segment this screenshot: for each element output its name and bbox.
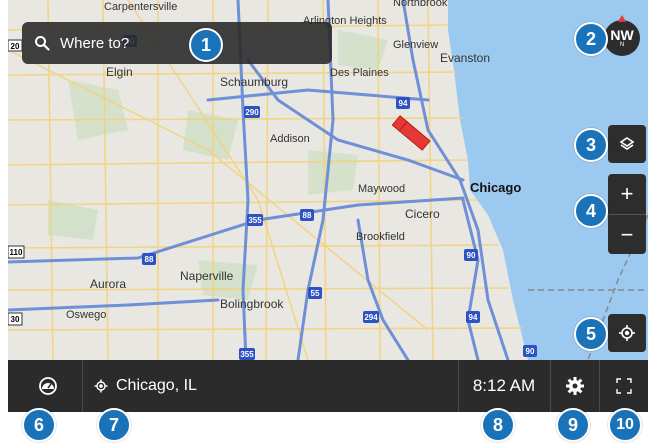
search-icon [35,36,50,51]
svg-text:94: 94 [469,313,478,322]
map-label-city: Addison [270,133,310,145]
map-label-city: Schaumburg [220,75,288,89]
map-label-city: Cicero [405,207,440,221]
callout-9: 9 [556,408,590,442]
callout-7: 7 [97,408,131,442]
highway-shield: 20 [8,39,23,52]
callout-8: 8 [481,408,515,442]
map-label-city: Chicago [470,180,521,195]
svg-text:110: 110 [10,248,23,257]
highway-shield: 94 [466,311,480,323]
callout-2: 2 [574,22,608,56]
callout-10: 10 [608,408,642,442]
plus-icon: + [620,181,634,206]
callout-6: 6 [22,408,56,442]
locate-button[interactable] [608,314,646,352]
map-label-city: Elgin [106,65,133,79]
highway-shield: 88 [142,253,156,265]
compass-heading: NW [610,26,634,43]
callout-5: 5 [574,317,608,351]
highway-shield: 90 [523,345,537,357]
map-label-city: Maywood [358,183,405,195]
highway-shield: 30 [8,312,23,326]
compass-north-marker [618,15,626,22]
speedometer-icon [39,377,57,395]
bar-separator [82,360,83,412]
dashboard-button[interactable] [28,360,68,412]
svg-text:94: 94 [399,99,408,108]
compass-sub-label: N [619,41,625,48]
layers-button[interactable] [608,125,646,163]
map-label-city: Northbrook [393,0,448,9]
minus-icon: − [620,221,634,247]
highway-shield: 294 [363,311,379,323]
svg-text:355: 355 [248,216,262,225]
map-label-city: Bolingbrook [220,297,284,311]
layers-icon [619,137,635,150]
gear-icon [566,377,584,395]
settings-button[interactable] [551,360,599,412]
compass-button[interactable]: NW N [604,15,640,56]
svg-text:88: 88 [145,255,154,264]
map-label-city: Des Plaines [330,67,389,79]
svg-text:290: 290 [245,108,259,117]
highway-shield: 88 [300,209,314,221]
time-text: 8:12 AM [472,376,536,395]
location-text: Chicago, IL [116,377,197,394]
callout-1: 1 [189,28,223,62]
highway-shield: 90 [464,249,478,261]
highway-shield: 355 [239,348,255,360]
search-placeholder: Where to? [60,34,130,52]
highway-shield: 355 [247,214,263,226]
bottom-bar: Chicago, IL 8:12 AM [8,360,648,412]
map-label-city: Glenview [393,39,438,51]
map-label-city: Naperville [180,269,234,283]
locate-icon [619,325,635,341]
fullscreen-button[interactable] [600,360,648,412]
map-label-city: Brookfield [356,231,405,243]
svg-text:294: 294 [364,313,378,322]
search-bar[interactable]: Where to? [22,22,332,64]
svg-text:355: 355 [240,350,254,359]
zoom-control: + − [608,174,646,254]
svg-text:20: 20 [11,42,20,51]
map-label-city: Oswego [66,309,106,321]
location-icon [94,379,108,393]
zoom-out-button[interactable]: − [608,215,646,254]
current-location-display[interactable]: Chicago, IL [94,360,374,412]
truck-icon [391,115,431,151]
clock: 8:12 AM [458,360,550,412]
bar-separator [599,360,600,412]
callout-4: 4 [574,194,608,228]
map-label-city: Aurora [90,277,126,291]
highway-shield: 110 [8,245,25,259]
bar-separator [550,360,551,412]
map-label-city: Evanston [440,51,490,65]
zoom-in-button[interactable]: + [608,174,646,215]
highway-shield: 290 [244,106,260,118]
svg-text:55: 55 [311,289,320,298]
highway-shield: 94 [396,97,410,109]
svg-text:88: 88 [303,211,312,220]
svg-text:90: 90 [467,251,476,260]
highway-shield: 55 [308,287,322,299]
fullscreen-icon [616,378,632,394]
bar-separator [458,360,459,412]
svg-text:30: 30 [11,315,20,324]
map-label-city: Carpentersville [104,1,177,13]
svg-text:90: 90 [526,347,535,356]
callout-3: 3 [574,128,608,162]
